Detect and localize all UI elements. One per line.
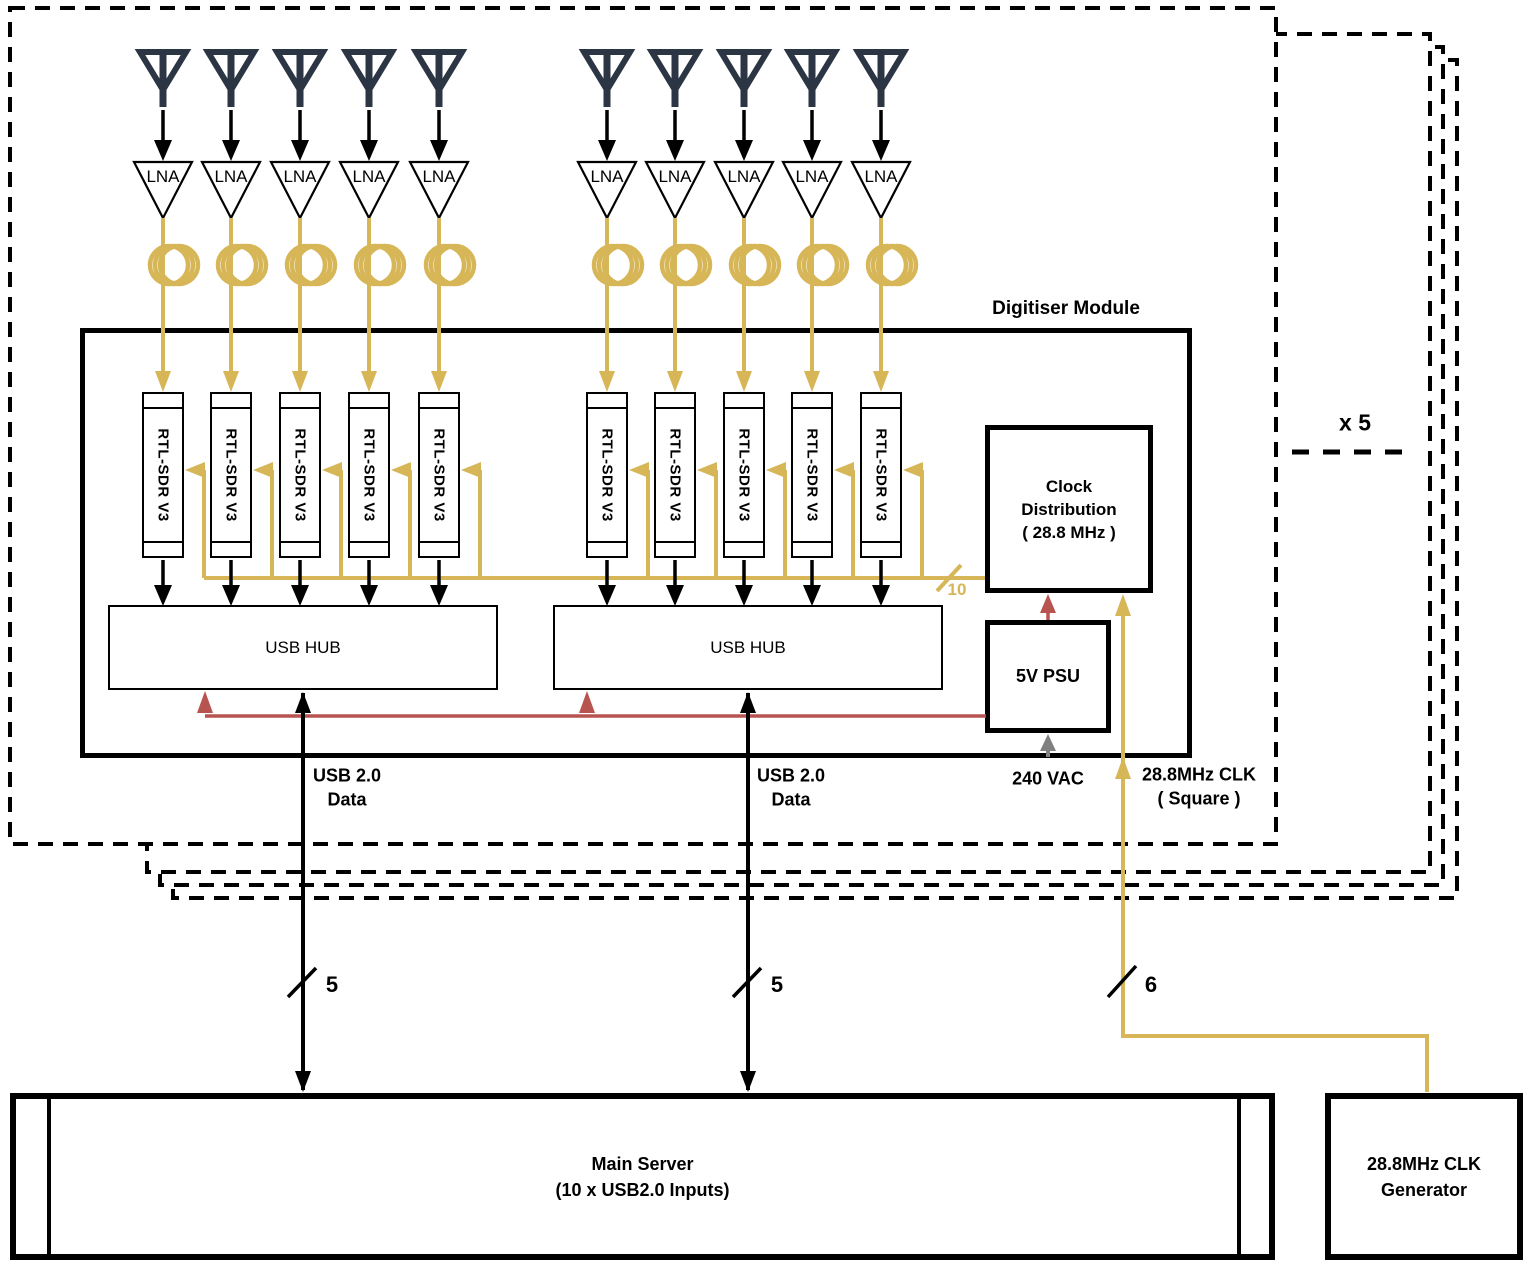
- rtl-sdr-box: RTL-SDR V3: [142, 392, 184, 558]
- usb-hub-right-label: USB HUB: [710, 637, 786, 657]
- clock-distribution-line2: Distribution: [1021, 499, 1117, 519]
- clk-in-lanes-label: 6: [1144, 972, 1158, 997]
- rtl-sdr-label: RTL-SDR V3: [291, 428, 309, 522]
- clk-generator-line2: Generator: [1380, 1179, 1468, 1200]
- lna-label: LNA: [422, 167, 456, 186]
- rtl-sdr-label: RTL-SDR V3: [154, 428, 172, 522]
- usb-hub-right: USB HUB: [553, 605, 943, 690]
- psu-label: 5V PSU: [1015, 666, 1081, 686]
- rtl-sdr-label: RTL-SDR V3: [360, 428, 378, 522]
- clk-generator-box: 28.8MHz CLK Generator: [1325, 1093, 1523, 1260]
- clk-in-label-line2: ( Square ): [1157, 788, 1241, 809]
- rtl-sdr-label: RTL-SDR V3: [598, 428, 616, 522]
- lna-label: LNA: [283, 167, 317, 186]
- digitiser-module-box: [80, 328, 1192, 758]
- rtl-sdr-box: RTL-SDR V3: [348, 392, 390, 558]
- rtl-sdr-label: RTL-SDR V3: [872, 428, 890, 522]
- rtl-sdr-label: RTL-SDR V3: [222, 428, 240, 522]
- lna-label: LNA: [795, 167, 829, 186]
- usb-right-label-line2: Data: [771, 789, 811, 810]
- main-server-box: Main Server (10 x USB2.0 Inputs): [10, 1093, 1275, 1260]
- mains-label: 240 VAC: [1012, 768, 1084, 789]
- usb-right-label-line1: USB 2.0: [756, 765, 826, 786]
- usb-hub-left: USB HUB: [108, 605, 498, 690]
- server-left-panel-divider: [47, 1099, 51, 1254]
- clock-bus-lanes-label: 10: [947, 580, 967, 599]
- rtl-sdr-box: RTL-SDR V3: [210, 392, 252, 558]
- clk-generator-line1: 28.8MHz CLK: [1366, 1153, 1482, 1174]
- server-right-panel-divider: [1237, 1099, 1241, 1254]
- lna-label: LNA: [146, 167, 180, 186]
- rtl-sdr-label: RTL-SDR V3: [803, 428, 821, 522]
- clock-distribution-line1: Clock: [1045, 476, 1093, 496]
- lna-label: LNA: [590, 167, 624, 186]
- clock-distribution-line3: ( 28.8 MHz ): [1022, 522, 1116, 542]
- lna-label: LNA: [864, 167, 898, 186]
- rtl-sdr-box: RTL-SDR V3: [791, 392, 833, 558]
- usb-hub-left-label: USB HUB: [265, 637, 341, 657]
- lna-label: LNA: [727, 167, 761, 186]
- replication-count-label: x 5: [1339, 409, 1371, 436]
- lna-label: LNA: [352, 167, 386, 186]
- server-label-line1: Main Server: [591, 1153, 694, 1174]
- rtl-sdr-label: RTL-SDR V3: [430, 428, 448, 522]
- server-label-line2: (10 x USB2.0 Inputs): [555, 1179, 730, 1200]
- rtl-sdr-label: RTL-SDR V3: [735, 428, 753, 522]
- lna-label: LNA: [658, 167, 692, 186]
- usb-left-lanes-label: 5: [325, 972, 339, 997]
- rtl-sdr-box: RTL-SDR V3: [860, 392, 902, 558]
- clock-distribution-box: Clock Distribution ( 28.8 MHz ): [985, 425, 1153, 593]
- usb-left-label-line1: USB 2.0: [312, 765, 382, 786]
- usb-right-lanes-label: 5: [770, 972, 784, 997]
- psu-box: 5V PSU: [985, 620, 1111, 733]
- rtl-sdr-box: RTL-SDR V3: [279, 392, 321, 558]
- rtl-sdr-box: RTL-SDR V3: [654, 392, 696, 558]
- rtl-sdr-label: RTL-SDR V3: [666, 428, 684, 522]
- clk-in-label-line1: 28.8MHz CLK: [1141, 764, 1257, 785]
- rtl-sdr-box: RTL-SDR V3: [418, 392, 460, 558]
- digitiser-module-title: Digitiser Module: [992, 298, 1140, 319]
- rtl-sdr-box: RTL-SDR V3: [723, 392, 765, 558]
- usb-left-label-line2: Data: [327, 789, 367, 810]
- rtl-sdr-box: RTL-SDR V3: [586, 392, 628, 558]
- lna-label: LNA: [214, 167, 248, 186]
